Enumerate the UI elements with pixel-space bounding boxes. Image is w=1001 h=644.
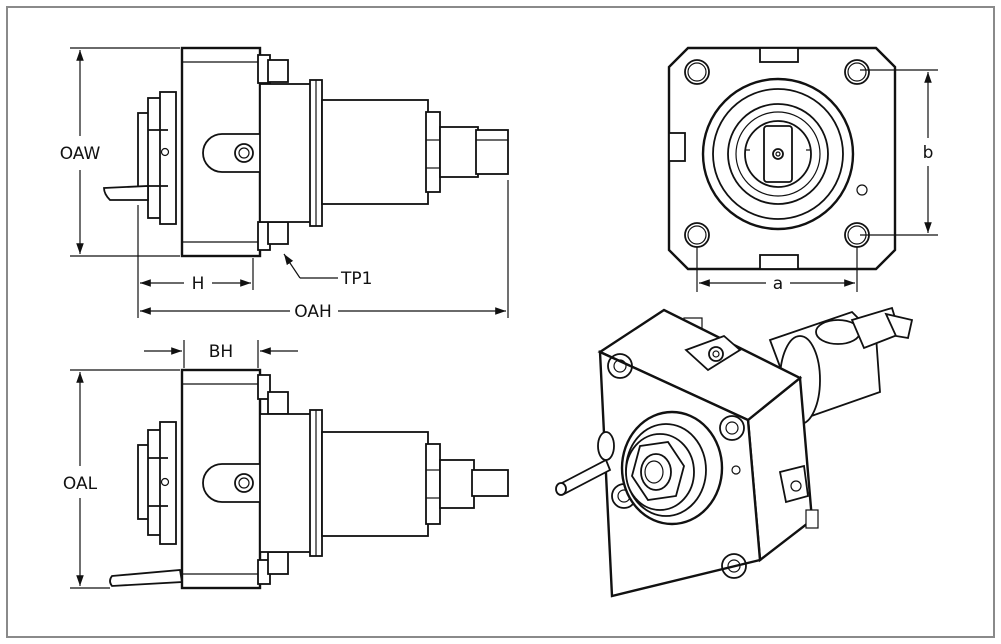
oaw-label: OAW	[60, 144, 101, 164]
dimension-bh	[144, 340, 298, 368]
tp1-label: TP1	[340, 269, 372, 289]
bh-label: BH	[209, 342, 233, 362]
a-label: a	[773, 274, 783, 294]
front-view	[667, 46, 897, 271]
h-label: H	[192, 274, 205, 294]
oal-label: OAL	[63, 474, 98, 494]
dimension-oaw	[70, 47, 180, 257]
b-label: b	[923, 143, 934, 163]
dimension-b	[860, 69, 938, 236]
isometric-view	[555, 306, 914, 598]
border-frame	[6, 6, 995, 638]
dimension-a	[696, 247, 858, 292]
side-view-top	[103, 46, 509, 258]
dimension-oal	[70, 369, 180, 589]
dimension-h	[137, 205, 254, 318]
side-view-bottom	[109, 368, 509, 590]
oah-label: OAH	[294, 302, 332, 322]
leader-tp1	[283, 253, 338, 279]
dimension-oah	[140, 180, 509, 318]
